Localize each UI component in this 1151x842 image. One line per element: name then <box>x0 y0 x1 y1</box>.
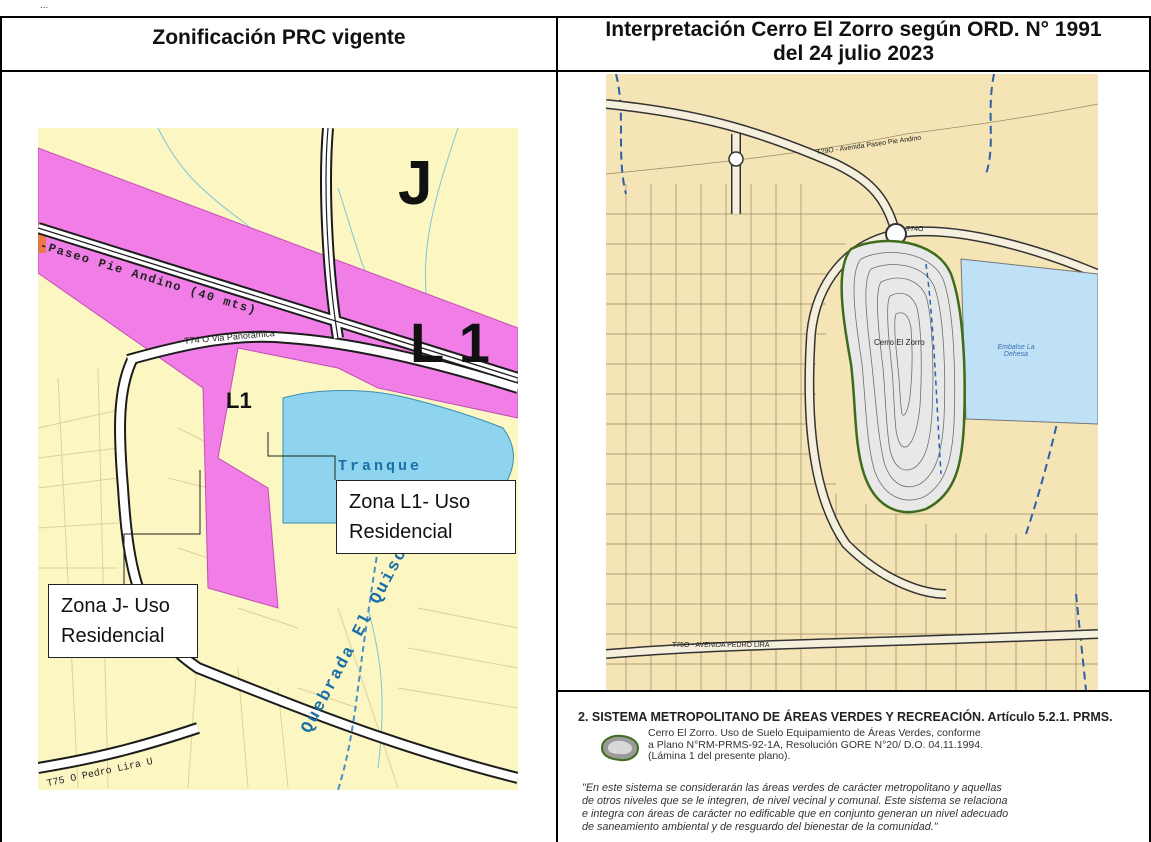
legend-description: Cerro El Zorro. Uso de Suelo Equipamient… <box>648 727 1068 763</box>
avenida-bottom-label: T75O - AVENIDA PEDRO LIRA <box>672 642 770 649</box>
legend-green-area-symbol <box>600 734 640 762</box>
callout-zona-j: Zona J- Uso Residencial <box>48 584 198 658</box>
cerro-el-zorro-label: Cerro El Zorro <box>874 338 925 347</box>
legend-quote-line1: "En este sistema se considerarán las áre… <box>582 782 1002 794</box>
left-column-title: Zonificación PRC vigente <box>152 26 406 49</box>
node-label: T74O <box>906 226 924 233</box>
right-map-drawing <box>606 74 1098 690</box>
embalse-label: Embalse La Dehesa <box>997 344 1035 358</box>
legend-desc-line2: a Plano N°RM-PRMS-92-1A, Resolución GORE… <box>648 738 984 751</box>
table-right-border <box>1149 16 1151 842</box>
right-column-title: Interpretación Cerro El Zorro según ORD.… <box>558 18 1149 66</box>
legend-quote-line2: de otros niveles que se le integren, de … <box>582 795 1008 807</box>
table-center-divider <box>556 16 558 842</box>
legend-desc-line3: (Lámina 1 del presente plano). <box>648 750 791 762</box>
legend-top-divider <box>558 690 1151 692</box>
legend-quote: "En este sistema se considerarán las áre… <box>582 782 1142 834</box>
legend-quote-line4: de saneamiento ambiental y de resguardo … <box>582 821 938 833</box>
tranque-label: Tranque <box>338 458 423 475</box>
prms-legend: 2. SISTEMA METROPOLITANO DE ÁREAS VERDES… <box>560 706 1145 840</box>
table-header-divider <box>0 70 1151 72</box>
right-title-line2: del 24 julio 2023 <box>772 42 935 65</box>
table-top-border <box>0 16 1151 18</box>
callout-zona-l1: Zona L1- Uso Residencial <box>336 480 516 554</box>
zone-j-label: J <box>398 149 433 218</box>
legend-desc-line1: Cerro El Zorro. Uso de Suelo Equipamient… <box>648 727 981 739</box>
legend-quote-line3: e integra con áreas de carácter no edifi… <box>582 808 1009 820</box>
table-left-border <box>0 16 2 842</box>
right-title-line1: Interpretación Cerro El Zorro según ORD.… <box>605 18 1102 41</box>
zone-l1-small-label: L1 <box>226 388 252 413</box>
top-strip-text: ... <box>40 0 49 11</box>
legend-title: 2. SISTEMA METROPOLITANO DE ÁREAS VERDES… <box>578 710 1113 724</box>
zone-l1-big-label: L 1 <box>410 311 490 374</box>
right-interpretation-map: Cerro El Zorro Embalse La Dehesa T29O - … <box>606 74 1098 690</box>
